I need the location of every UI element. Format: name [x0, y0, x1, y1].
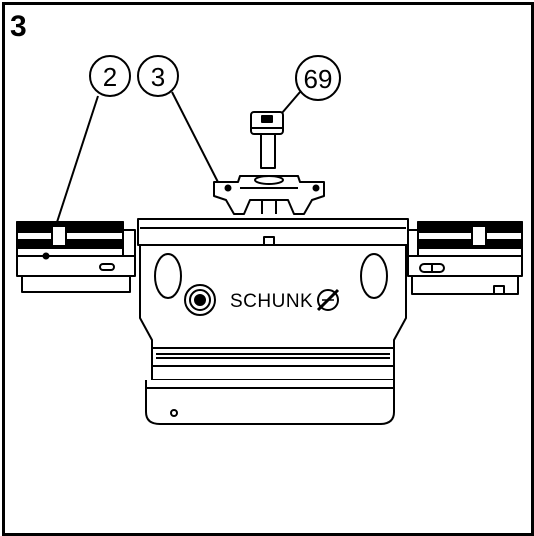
brand-logo-icon	[316, 288, 340, 312]
callout-label-2: 2	[103, 62, 117, 92]
callout-69: 69	[295, 55, 341, 101]
centering-insert	[213, 175, 325, 215]
step-number: 3	[10, 10, 27, 43]
leader-line-3	[171, 91, 223, 191]
brand-label: SCHUNK	[230, 291, 313, 312]
air-fitting	[184, 284, 216, 316]
callout-circle-3	[137, 55, 179, 97]
left-jaw	[16, 221, 136, 293]
callout-circle-2	[89, 55, 131, 97]
right-jaw	[407, 221, 523, 295]
base-cylinder	[145, 380, 395, 425]
callout-label-69: 69	[304, 64, 333, 94]
screw-part	[250, 111, 284, 169]
left-window	[154, 253, 182, 299]
callout-label-3: 3	[151, 62, 165, 92]
right-window	[360, 253, 388, 299]
callout-circle-69	[295, 55, 341, 101]
callout-3: 3	[137, 55, 179, 97]
housing-top	[137, 218, 409, 246]
callout-2: 2	[89, 55, 131, 97]
housing-body	[139, 244, 407, 381]
